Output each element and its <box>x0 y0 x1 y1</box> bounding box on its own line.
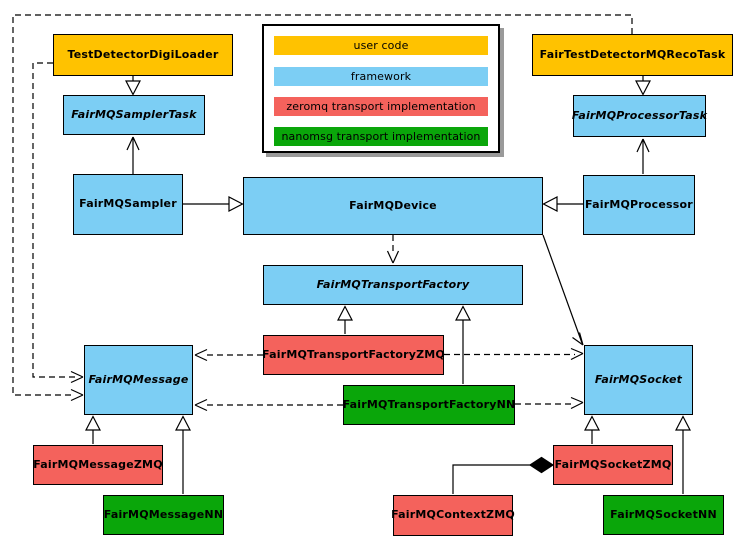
class-label: FairMQTransportFactory <box>316 277 470 291</box>
class-label: FairMQProcessor <box>585 197 693 211</box>
edge-fairmqsocketzmq-to-fairmqsocket <box>584 415 600 444</box>
edge-fairmqdevice-to-fairmqsocket <box>542 234 584 346</box>
edge-fairmqprocessor-to-fairmqdevice <box>542 196 583 212</box>
class-box-fairmq-sampler-task: FairMQSamplerTask <box>63 95 205 135</box>
edge-factorynn-to-fairmqtransportfactory <box>455 305 471 384</box>
class-box-fairmq-processor-task: FairMQProcessorTask <box>571 95 708 137</box>
class-box-fairmq-transport-factory-zmq: FairMQTransportFactoryZMQ <box>262 335 445 375</box>
edge-fairmqmessagezmq-to-fairmqmessage <box>85 415 101 444</box>
edge-testdetectordigiloader-to-fairmqmessage <box>32 62 84 384</box>
edge-factorynn-to-fairmqmessage <box>194 398 343 412</box>
class-box-fairmq-transport-factory-nn: FairMQTransportFactoryNN <box>343 385 515 425</box>
legend-item-user-code: user code <box>274 36 488 55</box>
class-box-fair-test-detector-mq-reco-task: FairTestDetectorMQRecoTask <box>532 34 733 76</box>
class-box-fairmq-processor: FairMQProcessor <box>583 175 695 235</box>
class-box-fairmq-socket: FairMQSocket <box>584 345 693 415</box>
edge-factoryzmq-to-fairmqmessage <box>194 348 263 362</box>
class-label: FairMQSocketNN <box>610 507 717 521</box>
class-box-fairmq-context-zmq: FairMQContextZMQ <box>391 495 515 536</box>
class-label: FairMQMessageZMQ <box>33 457 163 471</box>
legend-item-zeromq-transport: zeromq transport implementation <box>274 97 488 116</box>
edge-fairmqsampler-to-fairmqdevice <box>183 196 244 212</box>
edge-fairtestdetectormqrecotask-to-fairmqmessage <box>12 14 633 402</box>
class-box-fairmq-socket-nn: FairMQSocketNN <box>603 495 724 535</box>
edge-factoryzmq-to-fairmqsocket <box>444 347 584 361</box>
legend-label: framework <box>350 70 412 83</box>
edge-factoryzmq-to-fairmqtransportfactory <box>337 305 353 334</box>
class-label: FairMQMessageNN <box>103 507 224 521</box>
class-box-fairmq-message: FairMQMessage <box>84 345 193 415</box>
class-box-test-detector-digi-loader: TestDetectorDigiLoader <box>53 34 233 76</box>
class-label: FairMQSampler <box>79 197 177 211</box>
edge-fairtestdetectormqrecotask-to-fairmqprocessortask <box>635 76 651 96</box>
class-label: FairMQDevice <box>349 198 437 212</box>
legend-label: zeromq transport implementation <box>286 100 476 113</box>
class-label: FairMQMessage <box>88 372 189 386</box>
edge-factorynn-to-fairmqsocket <box>515 396 584 410</box>
class-label: FairMQSamplerTask <box>71 107 197 121</box>
class-label: FairMQSocket <box>594 372 683 386</box>
class-label: FairMQSocketZMQ <box>554 457 672 471</box>
edge-fairmqprocessor-to-fairmqprocessortask <box>636 138 650 174</box>
edge-fairmqsocketnn-to-fairmqsocket <box>675 415 691 494</box>
edge-fairmqcontextzmq-to-fairmqsocketzmq <box>452 456 555 494</box>
class-box-fairmq-device: FairMQDevice <box>243 177 543 235</box>
class-box-fairmq-socket-zmq: FairMQSocketZMQ <box>553 445 673 485</box>
class-label: FairMQContextZMQ <box>391 508 515 522</box>
class-label: FairMQProcessorTask <box>571 108 708 122</box>
class-label: FairMQTransportFactoryNN <box>342 397 516 411</box>
class-box-fairmq-transport-factory: FairMQTransportFactory <box>263 265 523 305</box>
edge-fairmqmessagenn-to-fairmqmessage <box>175 415 191 494</box>
class-box-fairmq-message-zmq: FairMQMessageZMQ <box>33 445 163 485</box>
class-label: TestDetectorDigiLoader <box>67 47 219 61</box>
class-label: FairTestDetectorMQRecoTask <box>539 47 726 61</box>
edge-testdetectordigiloader-to-fairmqsamplertask <box>125 76 141 96</box>
class-box-fairmq-message-nn: FairMQMessageNN <box>103 495 224 535</box>
legend-label: user code <box>353 39 409 52</box>
legend-item-nanomsg-transport: nanomsg transport implementation <box>274 127 488 146</box>
legend-label: nanomsg transport implementation <box>281 130 481 143</box>
class-label: FairMQTransportFactoryZMQ <box>262 347 445 361</box>
edge-fairmqsampler-to-fairmqsamplertask <box>126 136 140 174</box>
legend-item-framework: framework <box>274 67 488 86</box>
edge-fairmqdevice-to-fairmqtransportfactory <box>386 235 400 264</box>
class-box-fairmq-sampler: FairMQSampler <box>73 174 183 235</box>
legend: user code framework zeromq transport imp… <box>262 24 500 153</box>
